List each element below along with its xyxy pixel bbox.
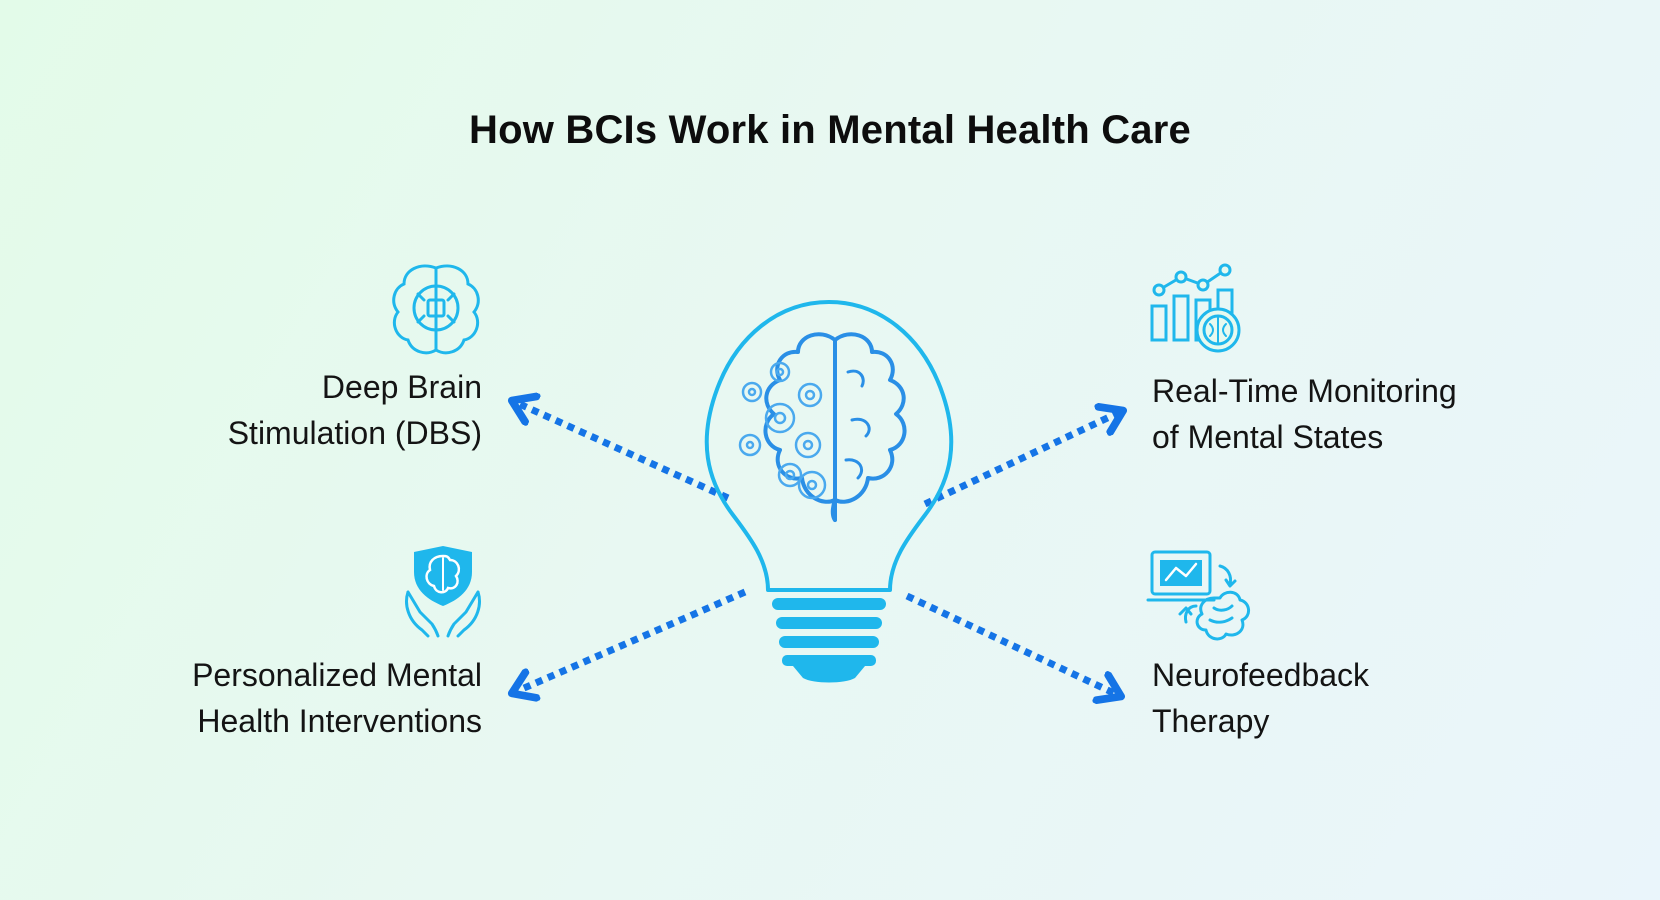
brain-chip-icon bbox=[392, 264, 480, 355]
label-interventions-line-1: Personalized Mental bbox=[192, 657, 482, 693]
hands-shield-brain-icon bbox=[405, 546, 481, 638]
label-monitoring: Real-Time Monitoring of Mental States bbox=[1152, 368, 1457, 460]
label-dbs: Deep Brain Stimulation (DBS) bbox=[150, 364, 482, 456]
label-neurofeedback-line-2: Therapy bbox=[1152, 703, 1270, 739]
monitor-brain-cycle-icon bbox=[1146, 550, 1250, 641]
lightbulb-brain-icon bbox=[704, 300, 954, 683]
label-neurofeedback-line-1: Neurofeedback bbox=[1152, 657, 1370, 693]
label-neurofeedback: Neurofeedback Therapy bbox=[1152, 652, 1369, 744]
label-monitoring-line-1: Real-Time Monitoring bbox=[1152, 373, 1457, 409]
chart-brain-icon bbox=[1150, 263, 1241, 353]
page-title: How BCIs Work in Mental Health Care bbox=[469, 108, 1191, 152]
label-dbs-line-1: Deep Brain bbox=[321, 369, 482, 405]
label-interventions: Personalized Mental Health Interventions bbox=[120, 652, 482, 744]
arrow-to-interventions bbox=[515, 588, 747, 692]
arrow-to-monitoring bbox=[923, 412, 1120, 508]
label-dbs-line-2: Stimulation (DBS) bbox=[227, 415, 482, 451]
label-interventions-line-2: Health Interventions bbox=[197, 703, 482, 739]
label-monitoring-line-2: of Mental States bbox=[1152, 419, 1384, 455]
arrow-to-neurofeedback bbox=[905, 592, 1118, 695]
arrow-to-dbs bbox=[515, 402, 730, 502]
